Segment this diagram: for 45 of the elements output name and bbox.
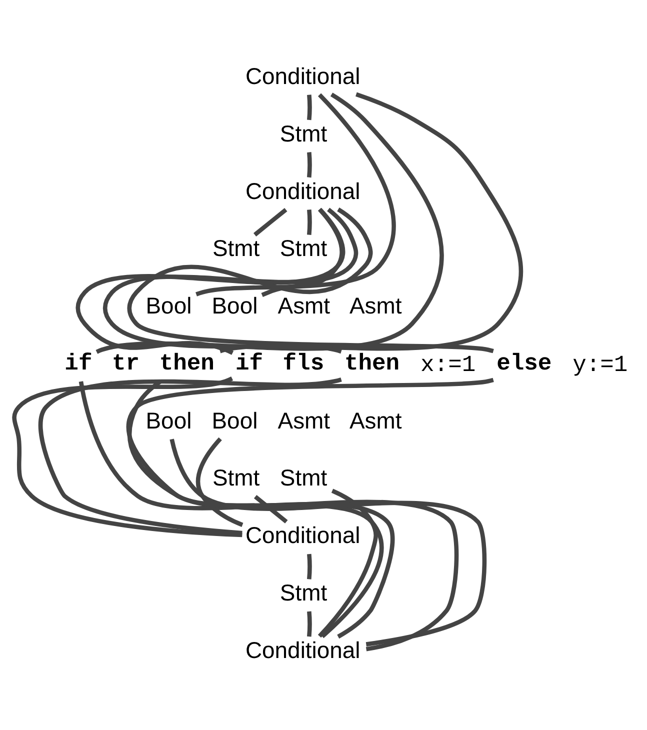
- connector: [253, 207, 288, 236]
- node-text: else: [496, 350, 552, 376]
- node-text: Bool: [146, 406, 192, 433]
- label: Asmt: [350, 406, 402, 433]
- label: tr: [112, 350, 140, 376]
- connector: [96, 92, 444, 354]
- connector: [261, 207, 344, 296]
- connector: [170, 438, 487, 646]
- node-text: Bool: [212, 292, 258, 318]
- node-text: Bool: [212, 406, 258, 433]
- connector: [307, 94, 312, 120]
- connector: [307, 610, 312, 636]
- connector: [196, 436, 244, 526]
- connector: [307, 152, 312, 178]
- node-text: if: [64, 350, 92, 376]
- label: fls: [282, 350, 324, 376]
- node-text: then: [344, 350, 400, 376]
- node-text: Bool: [146, 292, 192, 318]
- node-text: Stmt: [212, 464, 260, 490]
- node-text: Stmt: [280, 234, 328, 261]
- node-text: Conditional: [245, 177, 360, 204]
- node-text: Stmt: [212, 234, 260, 261]
- node-text: then: [159, 350, 214, 376]
- node-text: Conditional: [245, 522, 360, 548]
- label: y:=1: [572, 351, 628, 378]
- node-text: Stmt: [280, 120, 328, 146]
- node-text: Stmt: [280, 579, 328, 606]
- connector: [307, 553, 312, 579]
- node-text: Conditional: [245, 62, 360, 88]
- connector: [220, 92, 523, 353]
- connector: [78, 380, 395, 638]
- node-text: if: [235, 350, 263, 376]
- node-text: Stmt: [280, 464, 328, 490]
- connector: [12, 376, 242, 537]
- connector: [254, 494, 288, 523]
- label: Asmt: [278, 292, 330, 318]
- connector: [196, 92, 396, 296]
- node-text: Conditional: [245, 636, 360, 662]
- connector: [307, 208, 312, 234]
- label: x:=1: [420, 351, 476, 378]
- connector: [127, 207, 494, 353]
- label: Asmt: [278, 406, 330, 433]
- label: Asmt: [350, 292, 402, 318]
- connector: [318, 488, 378, 638]
- connector: [38, 376, 342, 535]
